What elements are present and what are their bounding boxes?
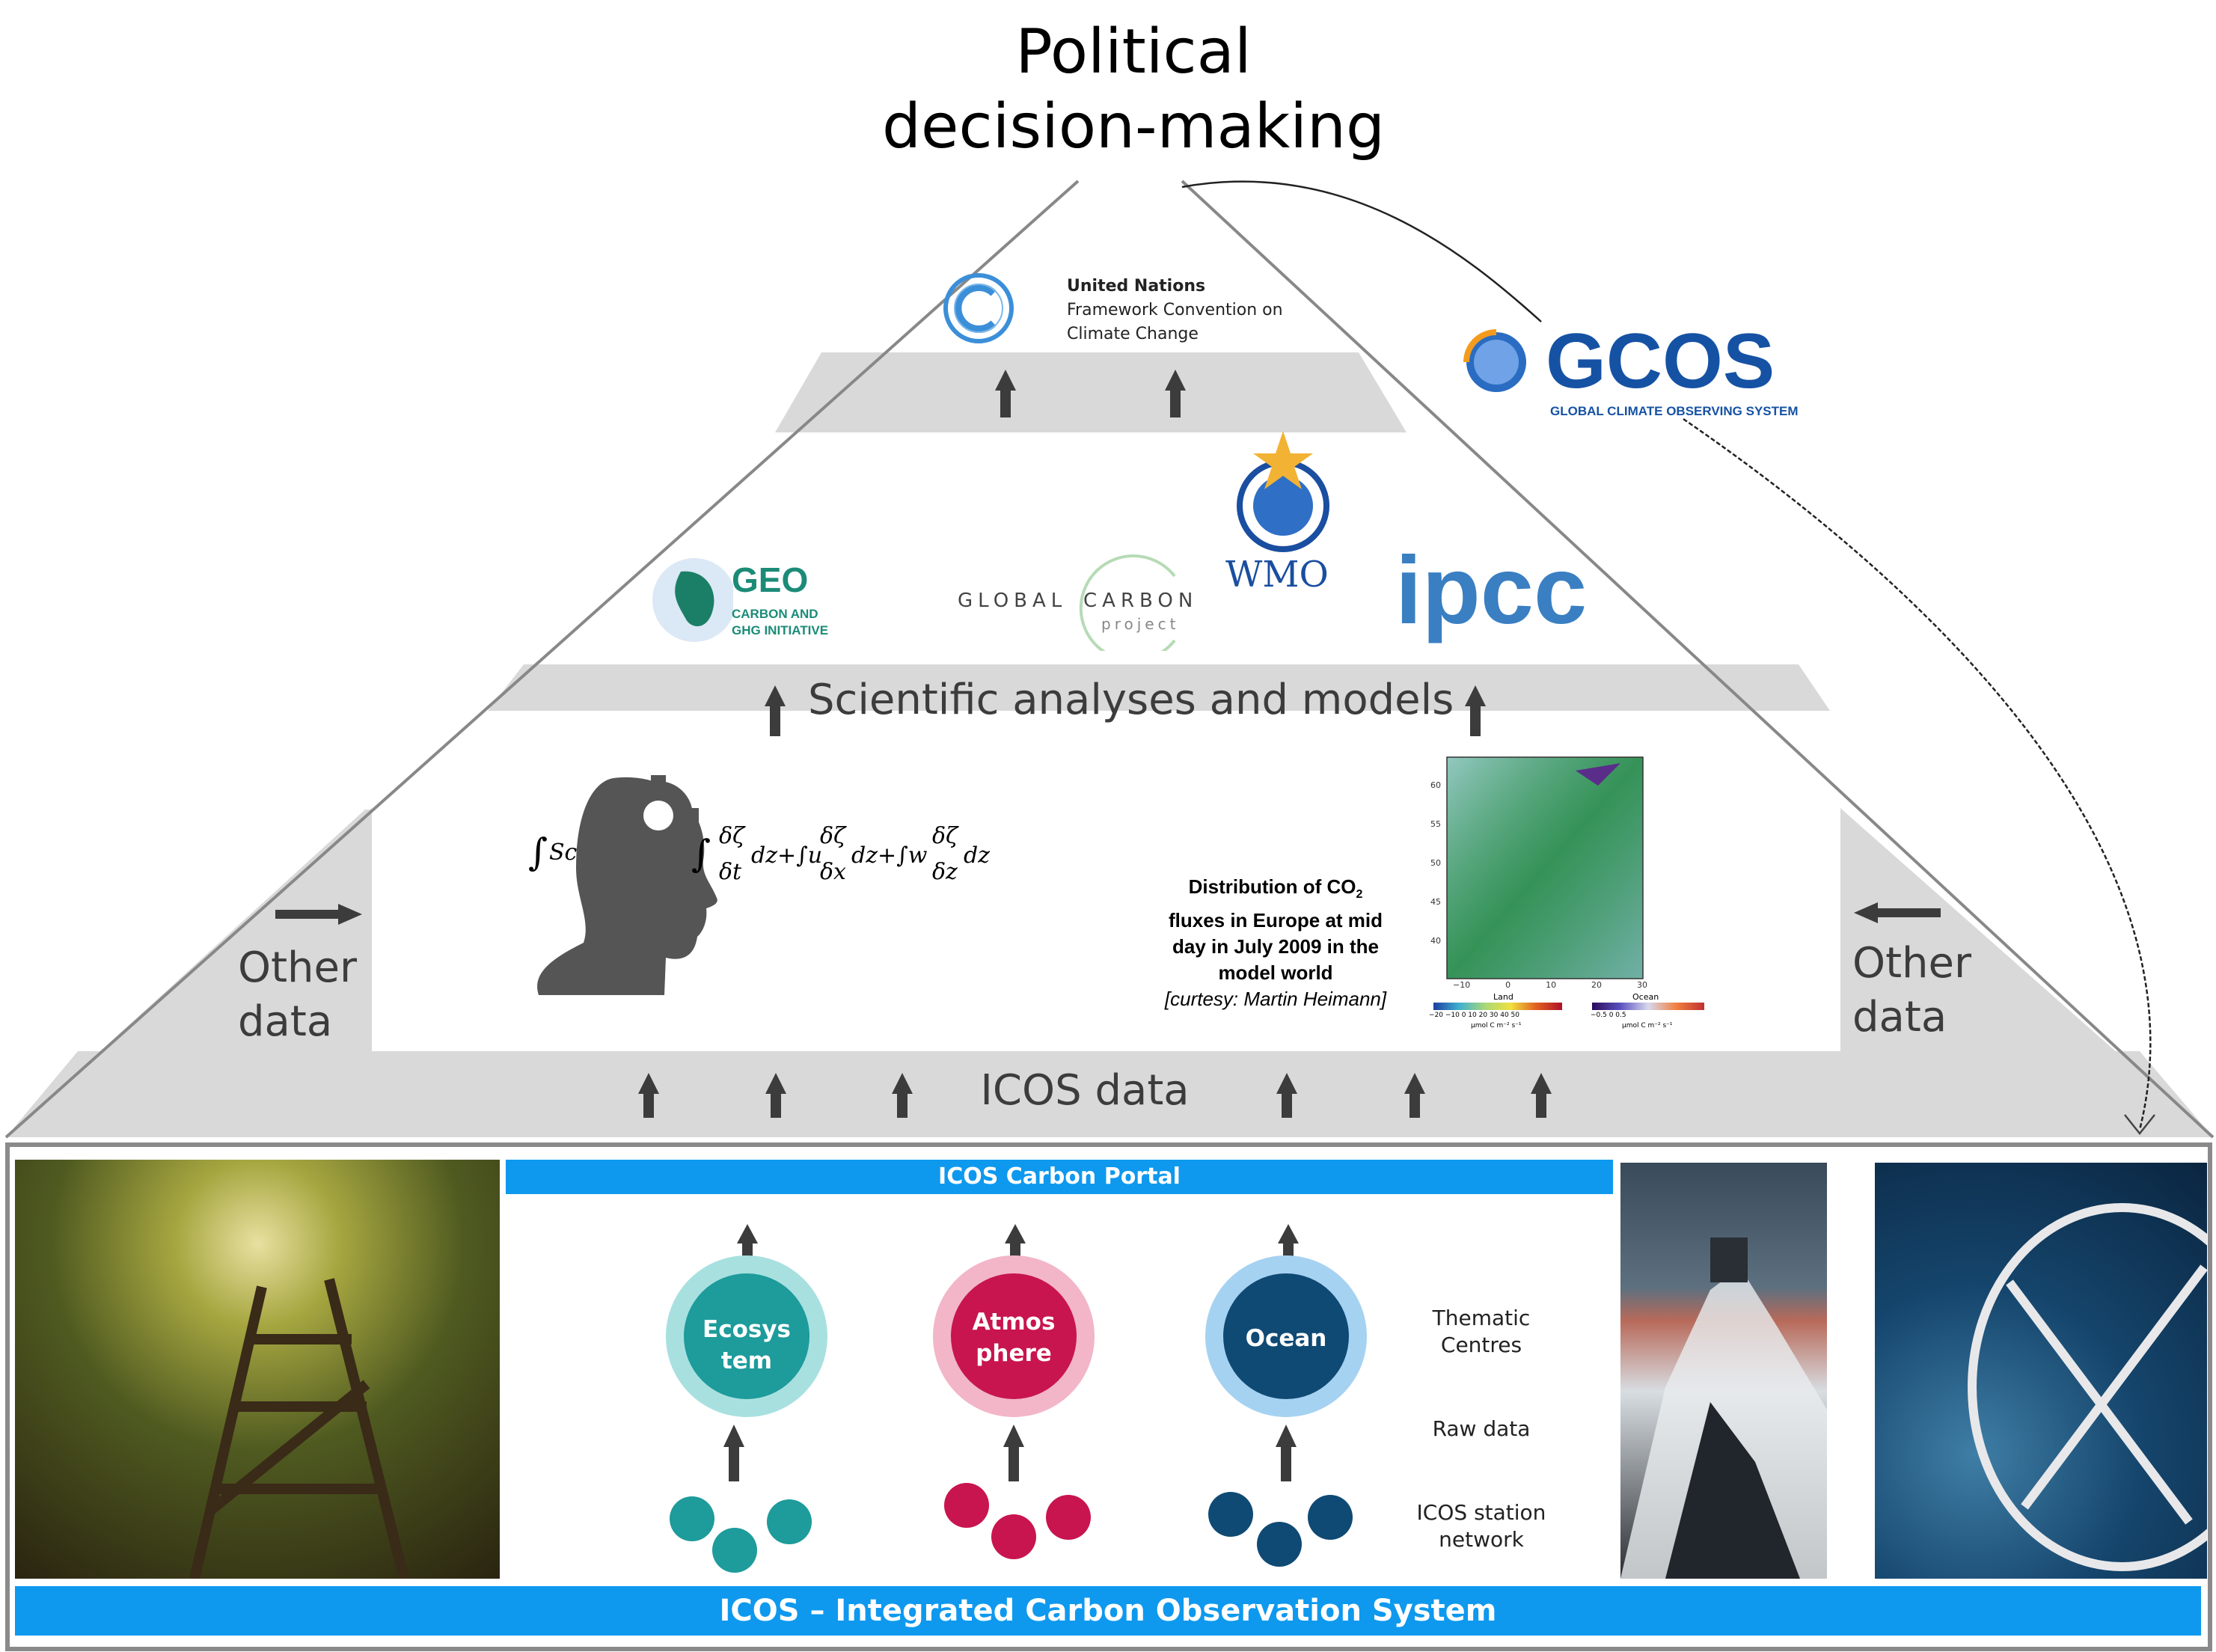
icos-footer-bar: ICOS – Integrated Carbon Observation Sys… bbox=[15, 1586, 2201, 1636]
ocean-label: Ocean bbox=[1223, 1323, 1349, 1354]
ocean-station-dot bbox=[1308, 1495, 1353, 1540]
raw-data-label: Raw data bbox=[1407, 1416, 1556, 1443]
thematic-centres-line1: Thematic bbox=[1407, 1305, 1556, 1332]
atmosphere-label-line1: Atmos bbox=[951, 1306, 1077, 1338]
ecosystem-station-dot bbox=[670, 1496, 714, 1541]
ecosystem-station-dot bbox=[767, 1499, 812, 1544]
thematic-centres-line2: Centres bbox=[1407, 1332, 1556, 1359]
station-network-line2: network bbox=[1407, 1526, 1556, 1553]
ocean-station-dot bbox=[1208, 1492, 1253, 1537]
station-network-line1: ICOS station bbox=[1407, 1499, 1556, 1526]
ecosystem-station-dot bbox=[712, 1528, 757, 1573]
ecosystem-label-line2: tem bbox=[684, 1345, 809, 1377]
atmosphere-label-line2: phere bbox=[951, 1338, 1077, 1369]
atmosphere-station-dot bbox=[991, 1514, 1036, 1559]
ecosystem-label-line1: Ecosys bbox=[684, 1314, 809, 1345]
atmosphere-station-dot bbox=[944, 1483, 989, 1528]
atmosphere-station-dot bbox=[1046, 1495, 1091, 1540]
ocean-station-dot bbox=[1257, 1522, 1302, 1567]
